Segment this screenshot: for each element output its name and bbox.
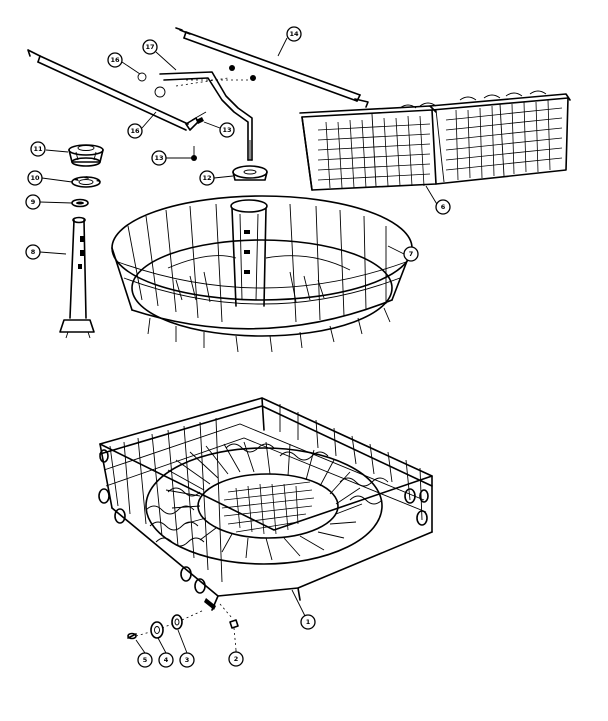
wheel-clip xyxy=(219,603,239,651)
callout-12-label: 12 xyxy=(202,174,211,182)
callout-13b: 13 xyxy=(151,150,167,166)
callout-13a-label: 13 xyxy=(222,126,231,134)
assembly-line xyxy=(135,609,205,637)
callout-16b-label: 16 xyxy=(130,127,140,135)
callout-1: 1 xyxy=(300,614,316,630)
rack-adjuster-arm xyxy=(159,71,253,161)
callout-3: 3 xyxy=(179,652,195,668)
callout-14: 14 xyxy=(286,26,302,42)
callout-2-label: 2 xyxy=(234,655,239,663)
upper-rack xyxy=(111,195,413,353)
wheel-washer xyxy=(171,614,183,630)
callout-10-label: 10 xyxy=(30,174,40,182)
callout-11-label: 11 xyxy=(33,145,43,153)
retainer-ring xyxy=(71,176,101,188)
callout-8-label: 8 xyxy=(31,248,36,256)
callout-16b: 16 xyxy=(127,123,143,139)
nozzle-cap xyxy=(68,144,104,167)
callout-3-label: 3 xyxy=(185,656,190,664)
callout-17-label: 17 xyxy=(145,43,154,51)
rack-hardware-small xyxy=(137,65,256,161)
callout-5: 5 xyxy=(137,652,153,668)
callout-7: 7 xyxy=(403,246,419,262)
callout-2: 2 xyxy=(228,651,244,667)
callout-16a-label: 16 xyxy=(110,56,120,64)
bottom-leaders xyxy=(135,629,188,654)
lower-rack xyxy=(98,397,433,611)
callout-12: 12 xyxy=(199,170,215,186)
callout-16a: 16 xyxy=(107,52,123,68)
callout-6-label: 6 xyxy=(441,203,446,211)
spray-tube xyxy=(59,216,95,339)
callout-14-label: 14 xyxy=(289,30,299,38)
callout-5-label: 5 xyxy=(143,656,148,664)
callout-4-label: 4 xyxy=(164,656,169,664)
callout-13a: 13 xyxy=(219,122,235,138)
callout-10: 10 xyxy=(27,170,43,186)
leader-lines xyxy=(39,37,439,652)
callout-4: 4 xyxy=(158,652,174,668)
callout-7-label: 7 xyxy=(409,250,414,258)
rack-cap xyxy=(232,165,268,181)
callout-6: 6 xyxy=(435,199,451,215)
callout-1-label: 1 xyxy=(306,618,311,626)
wheel xyxy=(150,621,164,639)
seal-washer xyxy=(71,198,89,208)
callout-13b-label: 13 xyxy=(154,154,163,162)
wheel-screw xyxy=(127,632,137,640)
rack-rail-top xyxy=(175,27,369,108)
callout-11: 11 xyxy=(30,141,46,157)
callout-9-label: 9 xyxy=(31,198,36,206)
callout-17: 17 xyxy=(142,39,158,55)
callout-9: 9 xyxy=(25,194,41,210)
silverware-basket xyxy=(299,90,571,191)
callout-8: 8 xyxy=(25,244,41,260)
